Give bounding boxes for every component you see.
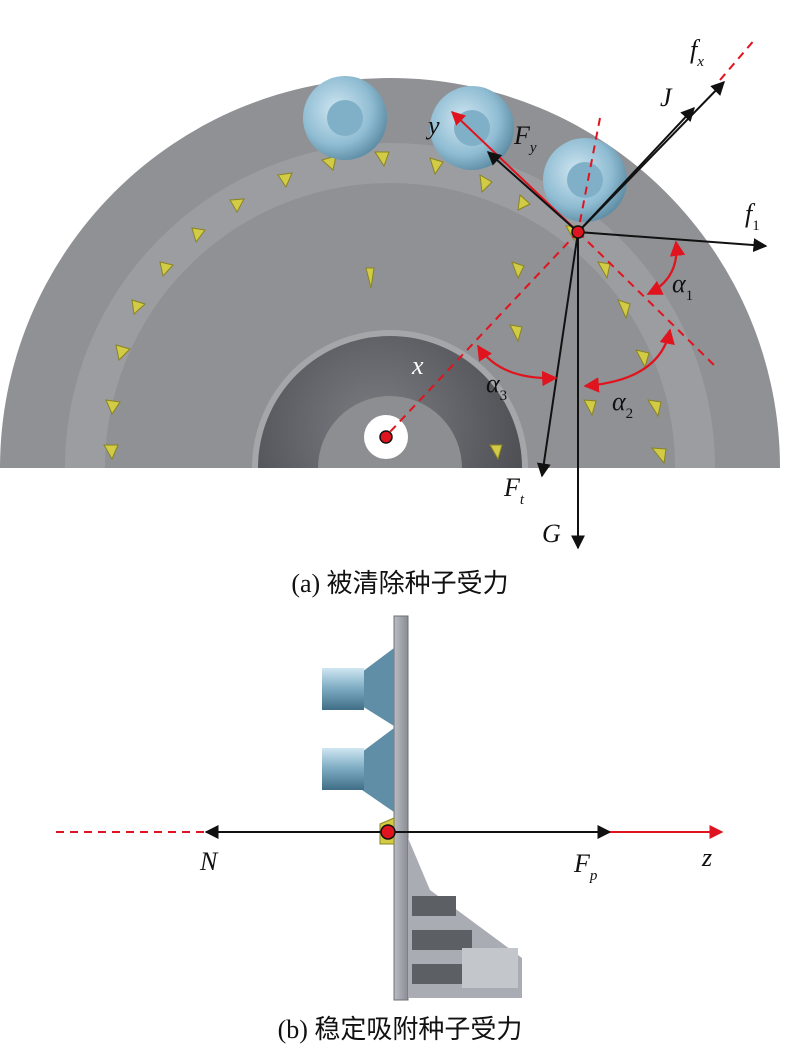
- x-axis-dashed: [387, 231, 579, 435]
- center-point: [379, 430, 393, 444]
- seed-cell: [617, 299, 631, 320]
- alpha2-arc: [583, 328, 675, 393]
- seed-cell: [650, 447, 667, 465]
- seed-point-b: [380, 824, 396, 840]
- label-f1: f1: [745, 199, 760, 234]
- roller-3-hub: [567, 162, 603, 198]
- hub-rim: [252, 330, 528, 468]
- alpha3-arc: [477, 344, 558, 387]
- label-alpha3: α3: [486, 369, 507, 404]
- labels-a: fx J f1 Fy y x α1 α2 α3 Ft G: [411, 35, 760, 548]
- labels-b: N Fp z: [199, 843, 712, 884]
- lower-bracket: [408, 838, 522, 998]
- seed-cells: [103, 151, 667, 465]
- label-Fp: Fp: [573, 849, 598, 884]
- seed-cell: [479, 174, 493, 194]
- seed-cell: [229, 198, 245, 214]
- seed-cell: [131, 299, 146, 316]
- tangent-dashed: [577, 231, 716, 367]
- label-z: z: [701, 843, 712, 872]
- roller-side-1: [322, 648, 394, 726]
- seed-cell: [191, 227, 206, 244]
- inner-ring: [65, 143, 715, 468]
- fx-dashed: [719, 37, 757, 81]
- seed-cell: [646, 399, 662, 418]
- seed-cell: [115, 344, 131, 362]
- force-arrows: [486, 80, 768, 550]
- seed-cell: [277, 172, 293, 189]
- label-alpha2: α2: [612, 387, 633, 422]
- cleaning-rollers: [303, 76, 627, 222]
- seed-cell: [320, 155, 337, 171]
- seed-cell: [429, 157, 444, 176]
- Fy-arrow: [486, 151, 579, 233]
- roller-1-hub: [327, 100, 363, 136]
- label-J: J: [660, 83, 673, 112]
- caption-a: (a) 被清除种子受力: [291, 569, 508, 598]
- figure-b: N Fp z (b) 稳定吸附种子受力: [56, 615, 724, 1044]
- seed-cell: [597, 261, 611, 280]
- seed-cell: [511, 261, 525, 280]
- roller-2-hub: [454, 110, 490, 146]
- label-fx: fx: [690, 35, 704, 70]
- label-G: G: [542, 519, 561, 548]
- disk-plate: [393, 615, 409, 1001]
- caption-b: (b) 稳定吸附种子受力: [278, 1015, 523, 1044]
- label-y: y: [425, 111, 440, 140]
- Ft-arrow: [536, 231, 579, 478]
- f1-arrow: [577, 231, 768, 253]
- label-Fy: Fy: [513, 121, 537, 156]
- roller-side-2: [322, 728, 394, 812]
- alpha1-arc: [646, 240, 686, 295]
- seed-cell: [374, 151, 390, 168]
- seed-cell: [105, 399, 121, 416]
- seed-point: [571, 225, 585, 239]
- angle-arcs: [477, 240, 686, 393]
- radial-dashed: [577, 117, 601, 233]
- seed-cell: [103, 444, 119, 461]
- J-arrow: [577, 106, 695, 233]
- label-x: x: [411, 351, 424, 380]
- seed-cell: [365, 267, 375, 289]
- label-alpha1: α1: [672, 269, 693, 304]
- seed-cell: [159, 261, 174, 278]
- label-N: N: [199, 847, 219, 876]
- label-Ft: Ft: [503, 473, 525, 508]
- seed-cell: [517, 193, 531, 211]
- seed-cell: [583, 399, 597, 417]
- seed-cell: [509, 324, 523, 343]
- figure-a: fx J f1 Fy y x α1 α2 α3 Ft G (a) 被清除种子受力: [0, 35, 780, 598]
- seed-cell: [489, 444, 503, 461]
